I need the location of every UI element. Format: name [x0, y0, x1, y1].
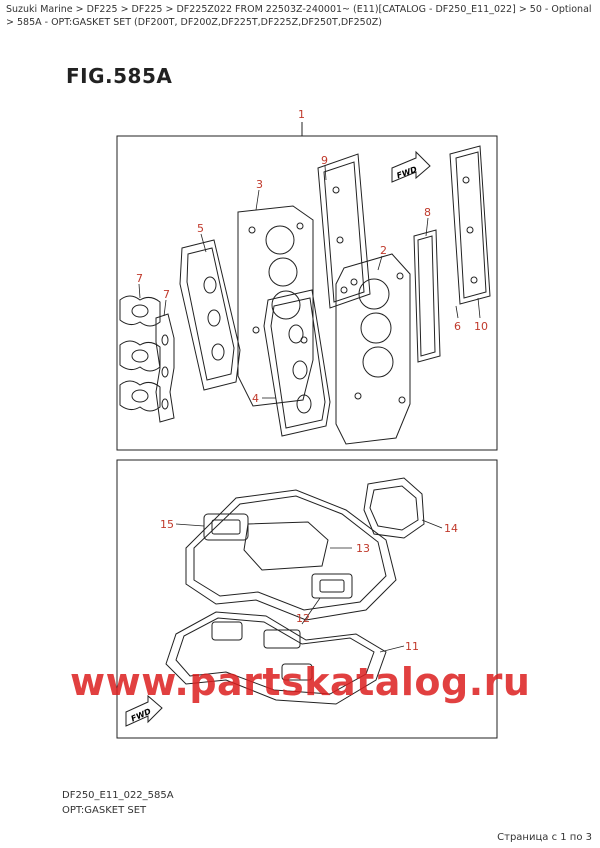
- upper-leaders: [138, 165, 481, 399]
- callout-3[interactable]: 3: [256, 178, 263, 191]
- footer-code: DF250_E11_022_585A: [62, 790, 174, 801]
- callout-1[interactable]: 1: [298, 108, 305, 121]
- callout-10[interactable]: 10: [474, 320, 488, 333]
- part-7b-gasket[interactable]: [155, 313, 175, 423]
- figure-title: FIG.585A: [66, 64, 173, 88]
- part-9-gasket[interactable]: [317, 153, 371, 309]
- callout-11[interactable]: 11: [405, 640, 419, 653]
- callout-2[interactable]: 2: [380, 244, 387, 257]
- lower-panel: [116, 459, 498, 739]
- callout-6[interactable]: 6: [454, 320, 461, 333]
- callout-4[interactable]: 4: [252, 392, 259, 405]
- upper-panel: [116, 135, 498, 451]
- callout-7a[interactable]: 7: [136, 272, 143, 285]
- part-13-gasket[interactable]: [185, 489, 397, 621]
- part-11-gasket[interactable]: [165, 611, 387, 705]
- part-5-gasket[interactable]: [179, 239, 241, 391]
- part-15-gasket[interactable]: [203, 513, 249, 541]
- watermark: www.partskatalog.ru: [70, 660, 531, 704]
- callout-12[interactable]: 12: [296, 612, 310, 625]
- breadcrumb: Suzuki Marine > DF225 > DF225 > DF225Z02…: [6, 4, 592, 28]
- callout-14[interactable]: 14: [444, 522, 458, 535]
- fwd-arrow-upper: FWD: [391, 150, 431, 183]
- part-4-gasket[interactable]: [263, 289, 331, 437]
- part-14-gasket[interactable]: [363, 477, 425, 539]
- part-12-gasket[interactable]: [311, 573, 353, 599]
- callout-5[interactable]: 5: [197, 222, 204, 235]
- pager: Страница с 1 по 3: [497, 832, 592, 843]
- part-2-head-gasket[interactable]: [335, 253, 411, 445]
- part-10-gasket[interactable]: [449, 145, 491, 305]
- footer-name: OPT:GASKET SET: [62, 805, 147, 816]
- part-7a-gaskets[interactable]: [119, 295, 161, 412]
- lower-leaders: [175, 519, 443, 653]
- callout-7b[interactable]: 7: [163, 288, 170, 301]
- callout-9[interactable]: 9: [321, 154, 328, 167]
- callout-13[interactable]: 13: [356, 542, 370, 555]
- callout-8[interactable]: 8: [424, 206, 431, 219]
- part-8-gasket[interactable]: [413, 229, 441, 363]
- callout-15[interactable]: 15: [160, 518, 174, 531]
- part-3-head-gasket[interactable]: [237, 205, 314, 407]
